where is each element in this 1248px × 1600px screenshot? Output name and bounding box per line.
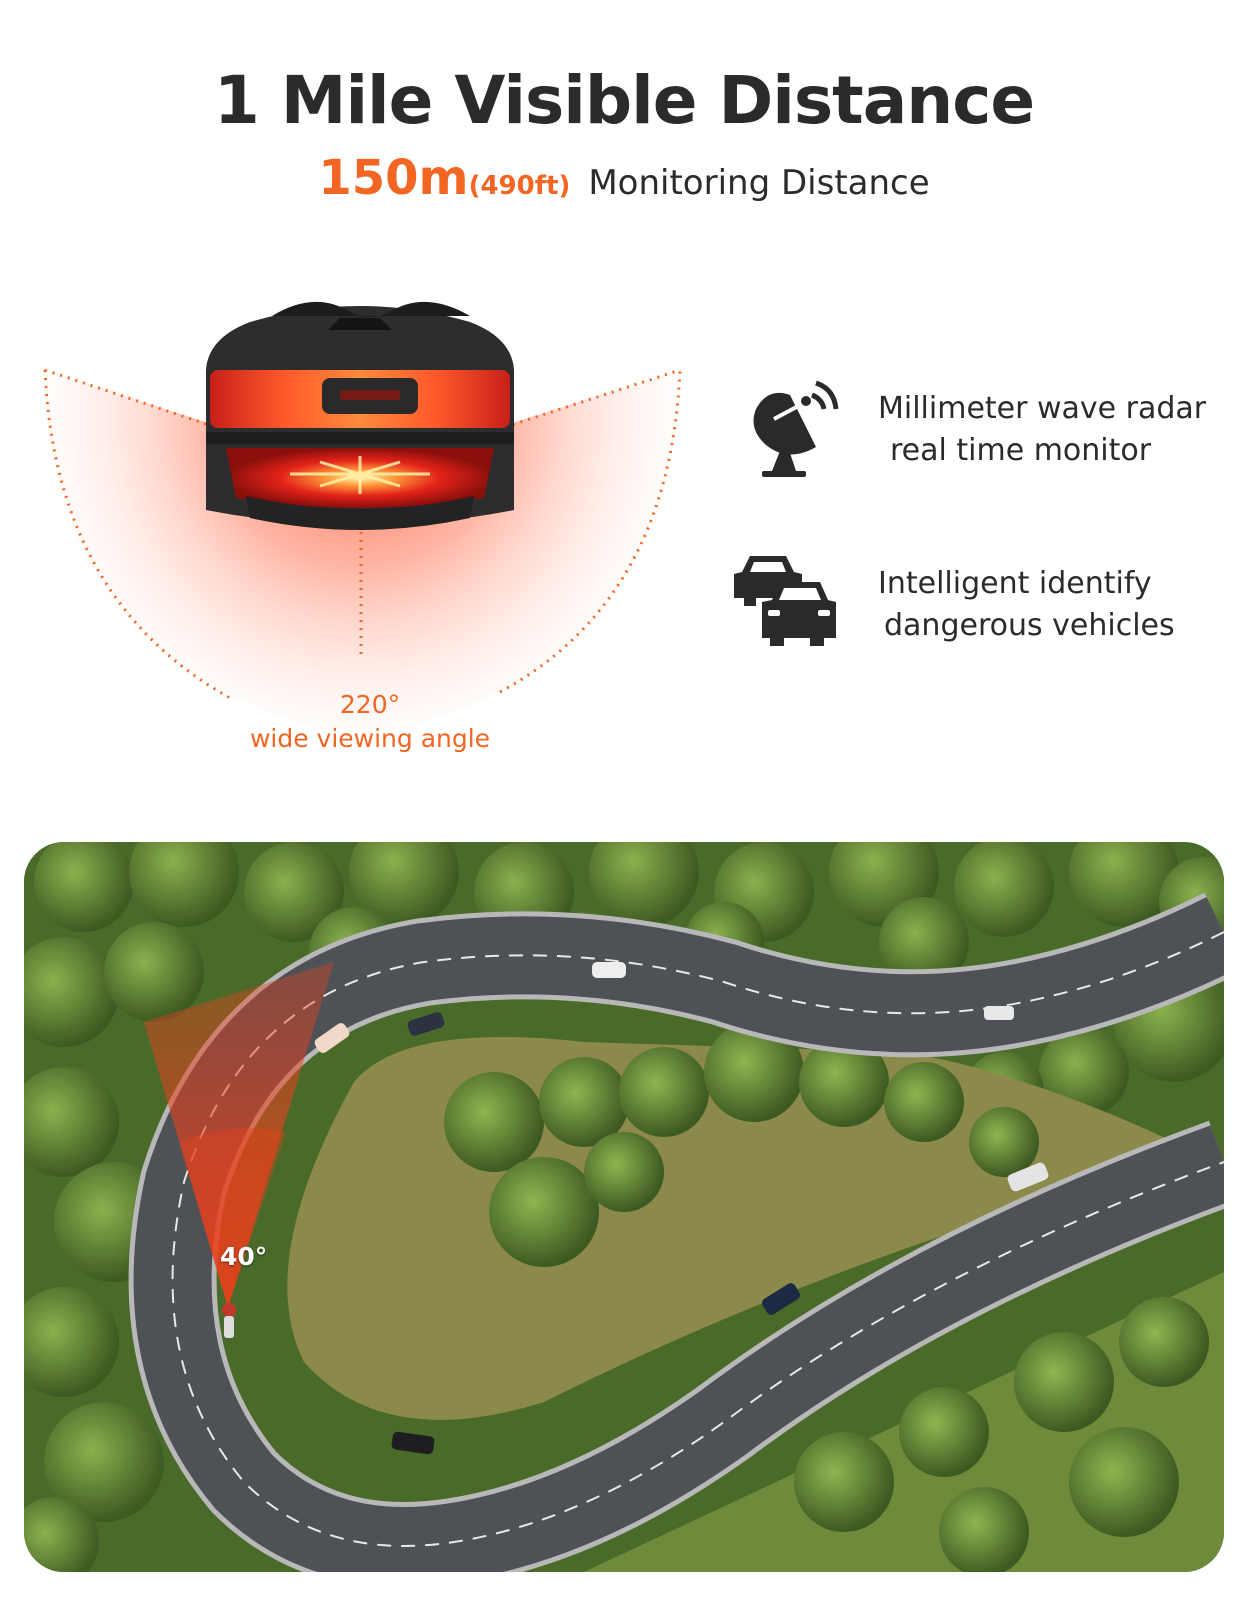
feature-radar-line1: Millimeter wave radar	[878, 391, 1207, 426]
monitoring-distance-ft: (490ft)	[468, 171, 571, 201]
feature-vehicles: Intelligent identify dangerous vehicles	[728, 550, 1175, 660]
aerial-road-scene: 40°	[24, 842, 1224, 1572]
road-centerline	[171, 931, 1224, 1547]
monitoring-distance-label: Monitoring Distance	[588, 163, 930, 203]
viewing-angle-value: 220°	[339, 690, 401, 719]
cars-icon	[728, 550, 848, 660]
monitoring-distance: 150m(490ft) Monitoring Distance	[0, 150, 1248, 206]
taillight-device	[206, 301, 514, 530]
fan-edge-left	[44, 368, 231, 434]
radar-detection-cone	[144, 962, 334, 1308]
feature-radar-line2: real time monitor	[890, 433, 1152, 468]
taillight-hero	[40, 270, 700, 750]
feature-radar: Millimeter wave radar real time monitor	[738, 375, 1206, 485]
feature-radar-text: Millimeter wave radar real time monitor	[878, 388, 1206, 472]
viewing-angle-label: 220° wide viewing angle	[195, 688, 545, 756]
feature-vehicles-line2: dangerous vehicles	[884, 608, 1175, 643]
page-title: 1 Mile Visible Distance	[213, 62, 1035, 139]
fan-edge-right	[489, 368, 681, 434]
viewing-angle-fan	[45, 370, 680, 740]
vehicles	[314, 962, 1049, 1455]
feature-vehicles-text: Intelligent identify dangerous vehicles	[878, 563, 1175, 647]
aerial-road-photo	[24, 842, 1224, 1572]
taillight-illustration	[43, 301, 682, 740]
cyclist	[222, 1303, 236, 1338]
viewing-angle-text: wide viewing angle	[249, 724, 491, 753]
radar-dish-icon	[738, 375, 858, 485]
detection-angle-badge: 40°	[220, 1242, 268, 1271]
monitoring-distance-value: 150m	[318, 150, 469, 206]
feature-vehicles-line1: Intelligent identify	[878, 566, 1152, 601]
